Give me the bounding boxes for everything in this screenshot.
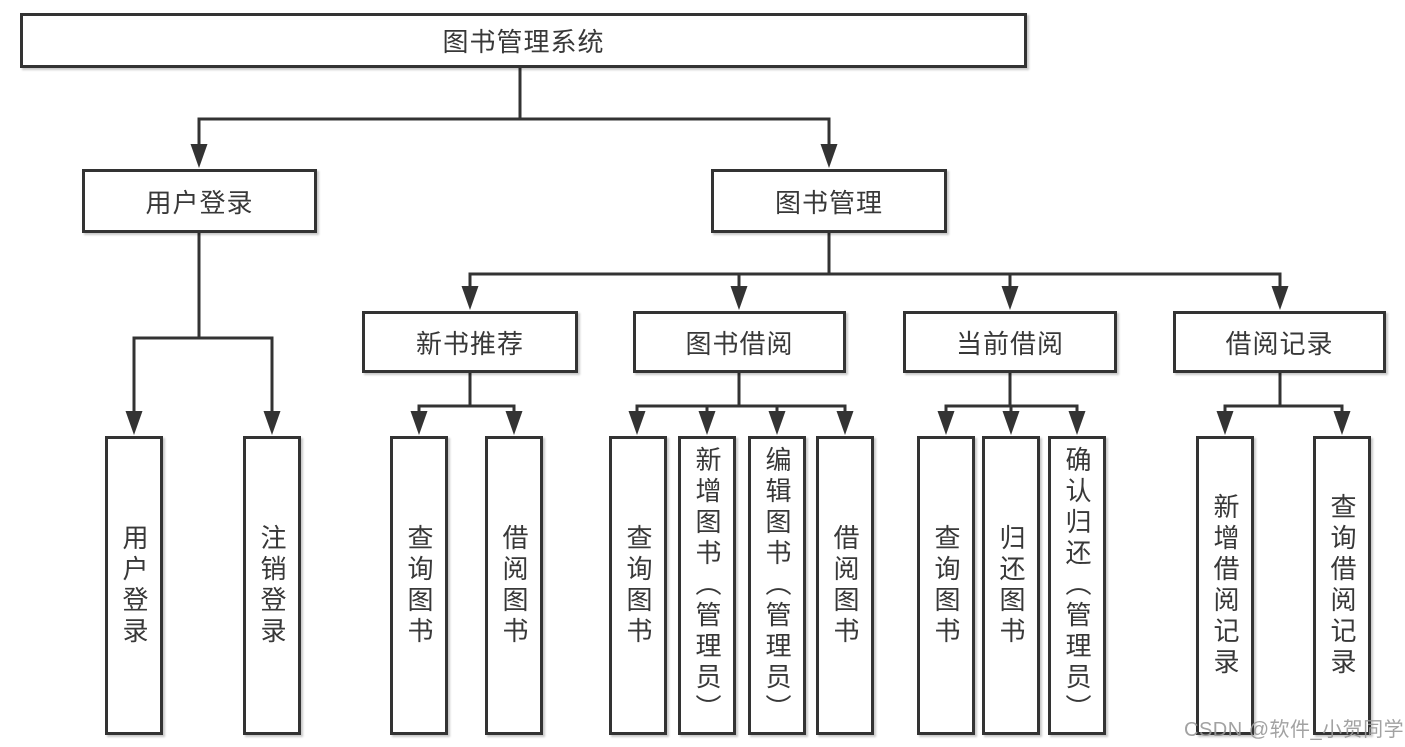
leaf-borrow-books-borrow-label: 借阅图书 xyxy=(830,523,860,648)
node-user-login: 用户登录 xyxy=(82,169,317,233)
leaf-confirm-return-admin: 确认归还（管理员） xyxy=(1048,436,1106,735)
leaf-query-books-current-label: 查询图书 xyxy=(931,523,961,648)
leaf-add-borrow-record-label: 新增借阅记录 xyxy=(1210,492,1240,679)
node-new-book-recommendation: 新书推荐 xyxy=(362,311,578,373)
node-book-management: 图书管理 xyxy=(711,169,947,233)
leaf-query-books-current: 查询图书 xyxy=(917,436,975,735)
leaf-query-books-new-label: 查询图书 xyxy=(404,523,434,648)
leaf-add-books-admin-label: 新增图书（管理员） xyxy=(692,446,722,725)
leaf-confirm-return-admin-label: 确认归还（管理员） xyxy=(1062,446,1092,725)
node-book-management-label: 图书管理 xyxy=(774,187,883,218)
leaf-logout-label: 注销登录 xyxy=(257,523,287,648)
leaf-query-borrow-record-label: 查询借阅记录 xyxy=(1327,492,1357,679)
node-book-borrowing: 图书借阅 xyxy=(633,311,846,373)
watermark: CSDN @软件_小贺同学 xyxy=(1184,719,1405,741)
node-book-borrowing-label: 图书借阅 xyxy=(685,328,794,359)
node-user-login-label: 用户登录 xyxy=(145,187,254,218)
leaf-borrow-books-new-label: 借阅图书 xyxy=(499,523,529,648)
leaf-return-books: 归还图书 xyxy=(982,436,1040,735)
node-library-management-system-label: 图书管理系统 xyxy=(442,27,605,57)
leaf-user-login-label: 用户登录 xyxy=(119,523,149,648)
leaf-query-books-borrow: 查询图书 xyxy=(609,436,667,735)
leaf-user-login: 用户登录 xyxy=(105,436,163,735)
leaf-query-borrow-record: 查询借阅记录 xyxy=(1313,436,1371,735)
leaf-return-books-label: 归还图书 xyxy=(996,523,1026,648)
leaf-borrow-books-borrow: 借阅图书 xyxy=(816,436,874,735)
node-borrowing-records-label: 借阅记录 xyxy=(1225,328,1334,359)
leaf-logout: 注销登录 xyxy=(243,436,301,735)
leaf-query-books-new: 查询图书 xyxy=(390,436,448,735)
node-borrowing-records: 借阅记录 xyxy=(1173,311,1386,373)
leaf-add-books-admin: 新增图书（管理员） xyxy=(678,436,736,735)
node-current-borrowing-label: 当前借阅 xyxy=(955,328,1064,359)
node-library-management-system: 图书管理系统 xyxy=(20,13,1027,68)
leaf-edit-books-admin: 编辑图书（管理员） xyxy=(748,436,806,735)
leaf-add-borrow-record: 新增借阅记录 xyxy=(1196,436,1254,735)
leaf-borrow-books-new: 借阅图书 xyxy=(485,436,543,735)
node-new-book-recommendation-label: 新书推荐 xyxy=(415,328,524,359)
leaf-edit-books-admin-label: 编辑图书（管理员） xyxy=(762,446,792,725)
leaf-query-books-borrow-label: 查询图书 xyxy=(623,523,653,648)
node-current-borrowing: 当前借阅 xyxy=(903,311,1117,373)
